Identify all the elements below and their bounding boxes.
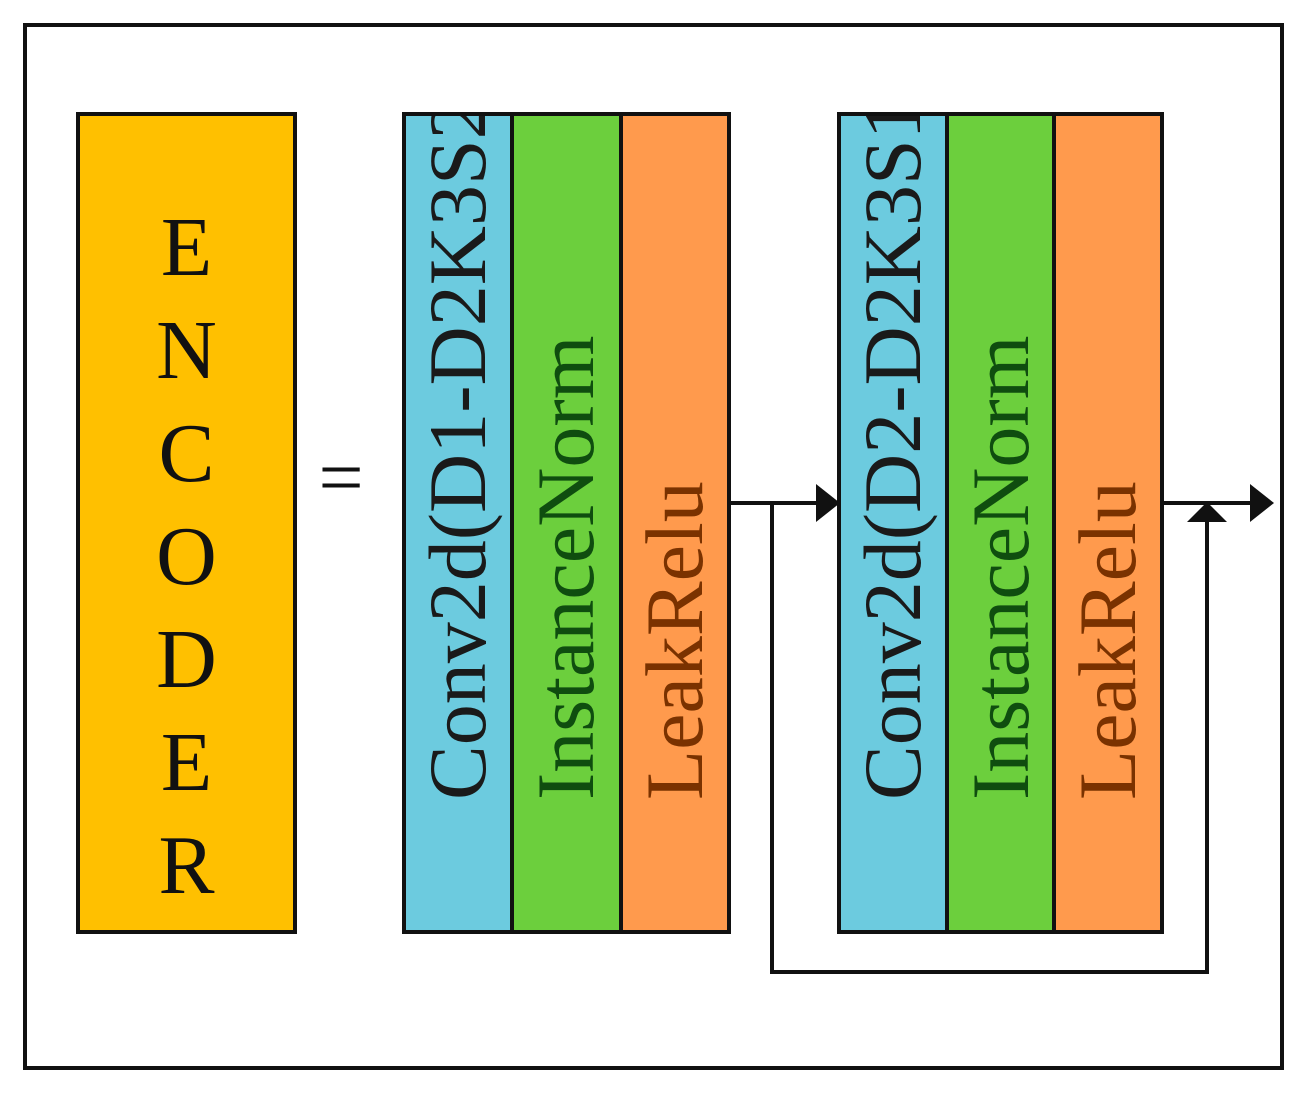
equals-sign: = xyxy=(318,434,364,522)
instancenorm-layer-1-label: InstanceNorm xyxy=(520,335,612,801)
leakrelu-layer-1: LeakRelu xyxy=(618,116,727,930)
encoder-letter: R xyxy=(158,819,215,912)
leakrelu-layer-2-label: LeakRelu xyxy=(1062,481,1154,800)
conv-block-2: Conv2d(D2-D2K3S1) InstanceNorm LeakRelu xyxy=(837,112,1164,934)
encoder-label: E N C O D E R xyxy=(80,196,293,917)
leakrelu-layer-2: LeakRelu xyxy=(1052,116,1161,930)
encoder-letter: E xyxy=(160,716,213,809)
encoder-letter: C xyxy=(158,407,215,500)
encoder-letter: N xyxy=(156,304,217,397)
encoder-block: E N C O D E R xyxy=(76,112,297,934)
instancenorm-layer-2: InstanceNorm xyxy=(944,116,1053,930)
encoder-letter: E xyxy=(160,201,213,294)
instancenorm-layer-1: InstanceNorm xyxy=(510,116,619,930)
encoder-letter: O xyxy=(156,510,217,603)
encoder-letter: D xyxy=(156,613,217,706)
conv2d-layer-2: Conv2d(D2-D2K3S1) xyxy=(841,116,945,930)
instancenorm-layer-2-label: InstanceNorm xyxy=(954,335,1046,801)
conv2d-layer-2-label: Conv2d(D2-D2K3S1) xyxy=(846,116,938,800)
conv-block-1: Conv2d(D1-D2K3S2) InstanceNorm LeakRelu xyxy=(402,112,731,934)
conv2d-layer-1: Conv2d(D1-D2K3S2) xyxy=(406,116,511,930)
conv2d-layer-1-label: Conv2d(D1-D2K3S2) xyxy=(412,116,504,800)
leakrelu-layer-1-label: LeakRelu xyxy=(628,481,720,800)
